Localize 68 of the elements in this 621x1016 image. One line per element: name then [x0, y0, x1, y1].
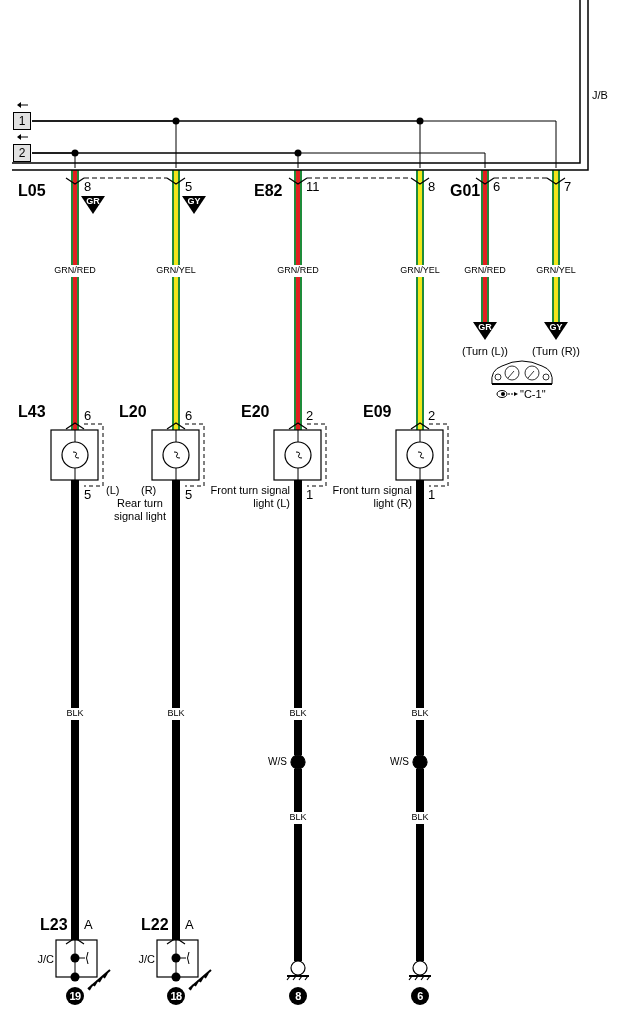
connector-code: E82 — [254, 182, 283, 200]
wire-color-label: GRN/YEL — [535, 265, 577, 277]
pin-number: 6 — [84, 409, 92, 424]
ground-number-badge: 18 — [167, 987, 185, 1005]
pin-number: 11 — [306, 180, 320, 195]
junction-block-label: J/B — [592, 89, 608, 102]
pin-number: 8 — [84, 180, 92, 195]
signal-name: (Turn (R)) — [532, 345, 580, 358]
splice-label: W/S — [268, 756, 287, 767]
component-name: Front turn signal light (R) — [331, 484, 412, 510]
pin-number: 1 — [428, 488, 436, 503]
wire-color-label: BLK — [410, 708, 430, 720]
ground-number-badge: 8 — [289, 987, 307, 1005]
terminal-block: 1 — [13, 112, 31, 130]
color-code-badge: GY — [182, 196, 206, 214]
pin-number: A — [185, 918, 194, 933]
pin-number: 6 — [185, 409, 193, 424]
pin-number: 2 — [428, 409, 436, 424]
wire — [294, 170, 302, 430]
connector-code: E20 — [241, 403, 270, 421]
splice-label: W/S — [390, 756, 409, 767]
wire-color-label: GRN/YEL — [399, 265, 441, 277]
pin-number: 8 — [428, 180, 436, 195]
pin-number: 7 — [564, 180, 572, 195]
component-name: Rear turn signal light — [113, 497, 167, 523]
wire-color-label: BLK — [166, 708, 186, 720]
junction-connector-label: J/C — [138, 953, 155, 966]
pin-number: 5 — [84, 488, 92, 503]
signal-name: (Turn (L)) — [462, 345, 508, 358]
wire-color-label: BLK — [288, 812, 308, 824]
pin-number: 6 — [493, 180, 501, 195]
connector-code: L20 — [119, 403, 147, 421]
component-name: Front turn signal light (L) — [209, 484, 290, 510]
wire — [172, 170, 180, 430]
connector-code: L22 — [141, 916, 169, 934]
wire-color-label: BLK — [65, 708, 85, 720]
side-note: (L) — [106, 484, 120, 497]
circuit-line — [31, 120, 557, 169]
ground-number-badge: 19 — [66, 987, 84, 1005]
pin-number: A — [84, 918, 93, 933]
color-code-badge: GR — [81, 196, 105, 214]
wire — [294, 769, 302, 961]
connector-code: G01 — [450, 182, 481, 200]
wire-color-label: GRN/RED — [463, 265, 507, 277]
wire-color-label: BLK — [410, 812, 430, 824]
wire-color-label: GRN/YEL — [155, 265, 197, 277]
pin-number: 5 — [185, 488, 193, 503]
wire — [416, 769, 424, 961]
wire — [416, 170, 424, 430]
reference-text: "C-1" — [520, 388, 546, 401]
wire — [481, 170, 489, 322]
connector-code: L23 — [40, 916, 68, 934]
junction-connector-label: J/C — [37, 953, 54, 966]
circuit-line — [31, 152, 486, 169]
pin-number: 5 — [185, 180, 193, 195]
side-note: (R) — [141, 484, 157, 497]
connector-code: E09 — [363, 403, 392, 421]
wire-color-label: BLK — [288, 708, 308, 720]
terminal-block: 2 — [13, 144, 31, 162]
ground-number-badge: 6 — [411, 987, 429, 1005]
wire — [552, 170, 560, 322]
wire — [71, 170, 79, 430]
wire-color-label: GRN/RED — [276, 265, 320, 277]
pin-number: 2 — [306, 409, 314, 424]
pin-number: 1 — [306, 488, 314, 503]
connector-code: L05 — [18, 182, 46, 200]
connector-code: L43 — [18, 403, 46, 421]
wire-color-label: GRN/RED — [53, 265, 97, 277]
